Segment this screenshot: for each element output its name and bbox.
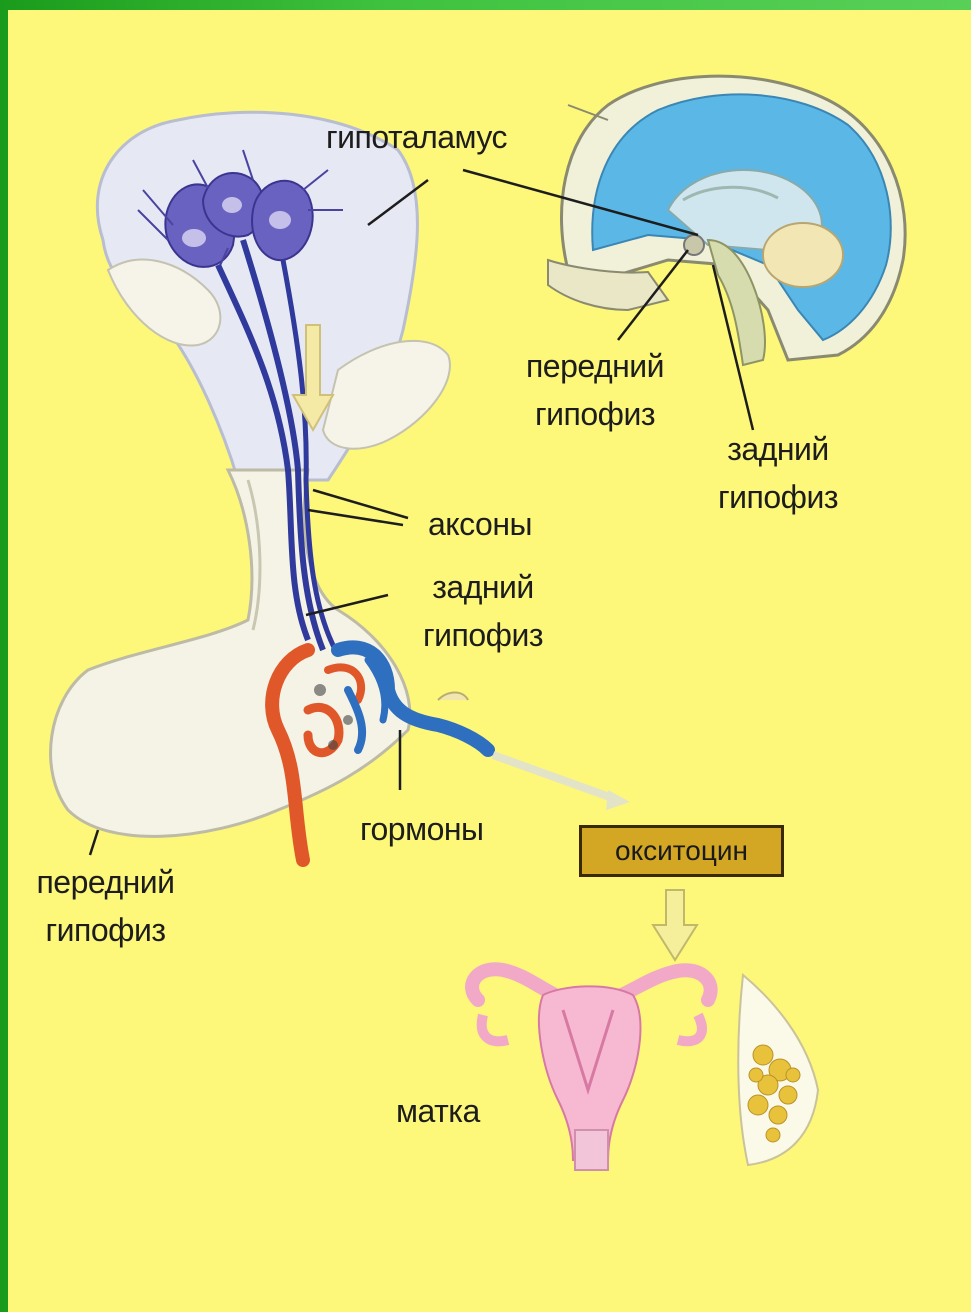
label-line: гипофиз (398, 616, 568, 654)
label-posterior-pituitary-top: задний гипофиз (693, 430, 863, 516)
label-posterior-pituitary-mid: задний гипофиз (398, 568, 568, 654)
oxytocin-box: окситоцин (579, 825, 784, 877)
breast-illustration (738, 975, 818, 1165)
label-line: гипофиз (693, 478, 863, 516)
label-line: задний (398, 568, 568, 606)
label-hormones: гормоны (360, 810, 484, 848)
label-line: гипофиз (8, 911, 203, 949)
label-oxytocin: окситоцин (615, 835, 748, 867)
diagram-canvas: гипоталамус передний гипофиз задний гипо… (8, 10, 971, 1312)
label-anterior-pituitary-bottom: передний гипофиз (8, 863, 203, 949)
pituitary-illustration (51, 112, 630, 860)
label-line: передний (500, 347, 690, 385)
label-hypothalamus: гипоталамус (326, 118, 507, 156)
oxytocin-arrow-icon (653, 890, 697, 960)
label-line: задний (693, 430, 863, 468)
diagram-illustration (8, 10, 971, 1312)
label-line: передний (8, 863, 203, 901)
label-anterior-pituitary-top: передний гипофиз (500, 347, 690, 433)
label-line: гипофиз (500, 395, 690, 433)
label-uterus: матка (396, 1092, 480, 1130)
uterus-illustration (472, 969, 711, 1170)
label-axons: аксоны (428, 505, 532, 543)
